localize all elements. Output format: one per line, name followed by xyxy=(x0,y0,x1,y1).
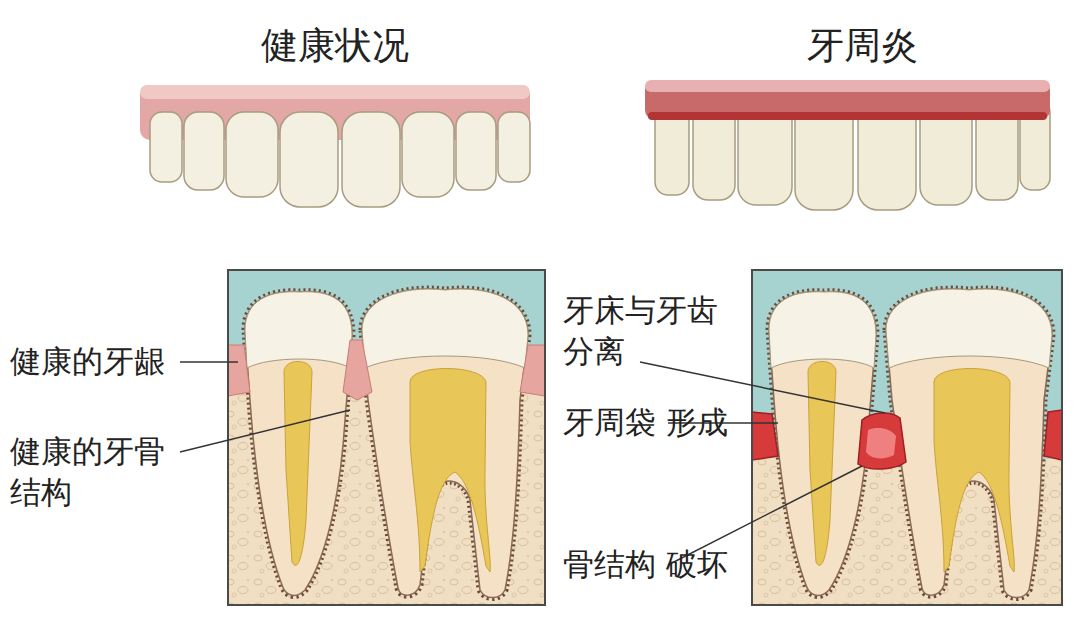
panel-heading: 健康状况 xyxy=(261,22,409,71)
panel-heading: 牙周炎 xyxy=(807,22,918,71)
part-label: 骨结构 破坏 xyxy=(563,544,730,585)
part-label: 健康的牙龈 xyxy=(10,341,196,382)
part-label: 牙床与牙齿 分离 xyxy=(563,290,730,372)
part-label: 牙周袋 形成 xyxy=(563,402,730,443)
part-label: 健康的牙骨 结构 xyxy=(10,431,177,513)
